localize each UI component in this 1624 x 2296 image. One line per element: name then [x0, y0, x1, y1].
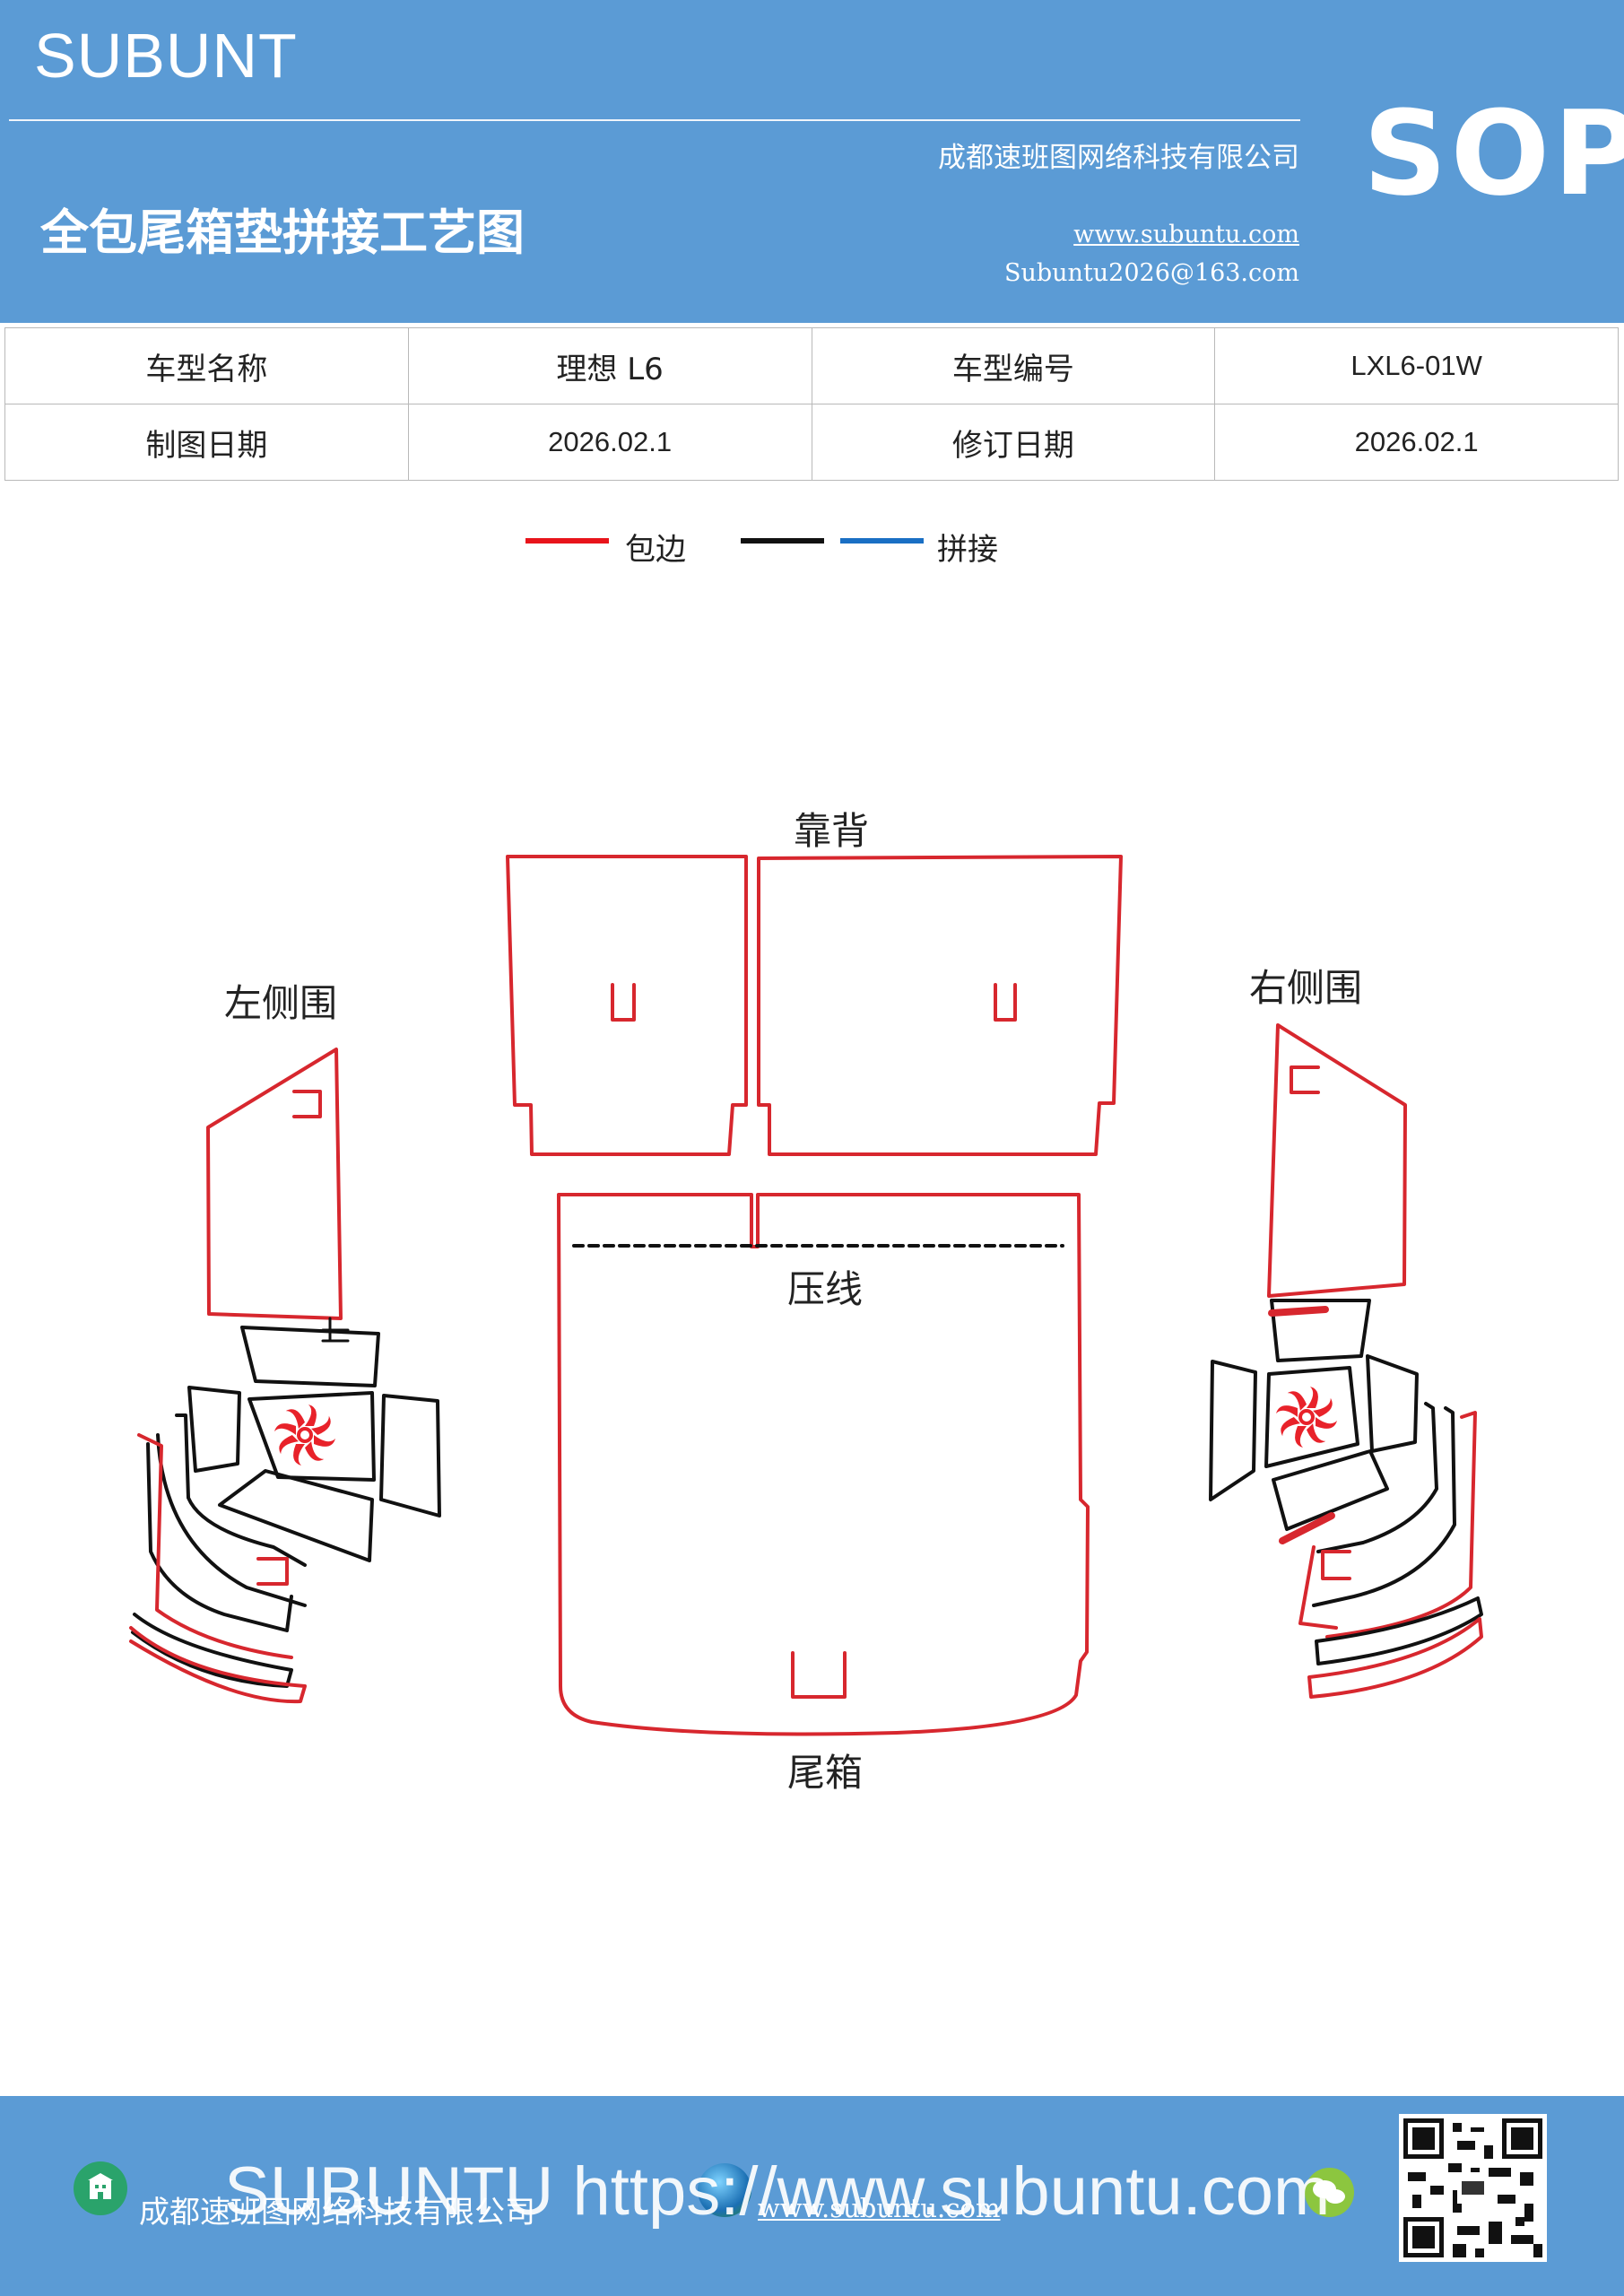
right-curve-2 — [1312, 1406, 1456, 1607]
legend: 包边 拼接 — [0, 525, 1624, 570]
email-address[interactable]: Subuntu2026@163.com — [1004, 259, 1299, 287]
draw-date-value: 2026.02.1 — [407, 404, 812, 481]
edge-legend-label: 包边 — [625, 532, 686, 568]
wechat-icon — [1305, 2168, 1354, 2217]
black-line-swatch — [741, 538, 824, 544]
company-name: 成都速班图网络科技有限公司 — [938, 142, 1299, 174]
right-piece-fan — [1264, 1366, 1359, 1468]
right-upper-slot — [1290, 1065, 1320, 1094]
left-upper-slot — [292, 1090, 322, 1118]
right-bottom-1 — [1315, 1596, 1483, 1665]
footer-website[interactable]: www.subuntu.com — [758, 2193, 1001, 2223]
left-bottom-1 — [131, 1613, 293, 1688]
backrest-right-slot — [994, 983, 1017, 1022]
left-slot-red — [256, 1557, 289, 1586]
revise-date-label: 修订日期 — [811, 404, 1216, 481]
left-side-label: 左侧围 — [224, 981, 338, 1025]
left-curve-3 — [146, 1442, 293, 1632]
sop-badge: SOP — [1363, 85, 1624, 222]
right-red-tab-1 — [1268, 1306, 1329, 1317]
splice-line-swatch — [840, 538, 924, 544]
backrest-left-panel — [506, 855, 748, 1156]
right-piece-d — [1272, 1449, 1389, 1531]
model-name-label: 车型名称 — [4, 327, 409, 404]
right-red-tab-2 — [1279, 1512, 1335, 1544]
website-link[interactable]: www.subuntu.com — [1073, 221, 1299, 248]
left-curve-2 — [156, 1433, 307, 1607]
left-piece-b — [187, 1386, 241, 1473]
crease-label: 压线 — [787, 1267, 864, 1311]
qr-code-icon[interactable] — [1399, 2114, 1547, 2262]
right-curve-1 — [1316, 1402, 1438, 1553]
left-curve-1 — [175, 1413, 307, 1567]
globe-icon — [698, 2163, 751, 2217]
footer-banner: 成都速班图网络科技有限公司 www.subuntu.com SUBUNTU ht… — [0, 2096, 1624, 2296]
left-piece-fan — [248, 1391, 376, 1482]
left-fan-icon — [274, 1405, 335, 1465]
right-bottom-2 — [1307, 1617, 1483, 1699]
right-piece-c — [1366, 1354, 1419, 1453]
right-piece-a — [1270, 1299, 1371, 1362]
left-edge-strip — [137, 1433, 293, 1659]
model-code-value: LXL6-01W — [1214, 327, 1619, 404]
right-piece-b — [1209, 1360, 1257, 1501]
trunk-floor-panel — [557, 1193, 1090, 1736]
trunk-mat-diagram — [129, 855, 1483, 1736]
right-side-label: 右侧围 — [1249, 966, 1363, 1010]
header-divider — [9, 119, 1300, 121]
document-title: 全包尾箱垫拼接工艺图 — [40, 204, 525, 261]
left-piece-a — [240, 1326, 380, 1387]
right-edge-strip — [1298, 1545, 1338, 1630]
backrest-right-panel — [757, 855, 1123, 1156]
right-fan-icon — [1276, 1387, 1337, 1448]
model-code-label: 车型编号 — [811, 327, 1216, 404]
right-curve-3 — [1325, 1411, 1477, 1639]
trunk-slot — [791, 1651, 847, 1699]
left-upper-panel — [206, 1048, 343, 1320]
right-slot-red — [1321, 1550, 1351, 1580]
backrest-left-slot — [611, 983, 636, 1022]
footer-banner-text: SUBUNTU https://www.subuntu.com — [224, 2153, 1331, 2230]
building-icon — [74, 2161, 127, 2215]
right-upper-panel — [1267, 1023, 1407, 1298]
splice-legend-label: 拼接 — [937, 532, 998, 568]
table-row: 车型名称 理想 L6 车型编号 LXL6-01W — [4, 327, 1619, 404]
left-piece-d — [218, 1469, 374, 1562]
brand-logo: SUBUNT — [34, 21, 298, 91]
draw-date-label: 制图日期 — [4, 404, 409, 481]
model-name-value: 理想 L6 — [407, 327, 812, 404]
footer-company: 成都速班图网络科技有限公司 — [139, 2195, 535, 2231]
revise-date-value: 2026.02.1 — [1214, 404, 1619, 481]
table-row: 制图日期 2026.02.1 修订日期 2026.02.1 — [4, 404, 1619, 481]
trunk-label: 尾箱 — [787, 1751, 864, 1795]
left-bottom-2 — [129, 1626, 307, 1704]
vehicle-info-table: 车型名称 理想 L6 车型编号 LXL6-01W 制图日期 2026.02.1 … — [4, 327, 1619, 481]
header-banner: SUBUNT SOP 成都速班图网络科技有限公司 全包尾箱垫拼接工艺图 www.… — [0, 0, 1624, 323]
left-piece-c — [379, 1394, 441, 1518]
backrest-label: 靠背 — [794, 809, 870, 853]
edge-line-swatch — [525, 538, 609, 544]
